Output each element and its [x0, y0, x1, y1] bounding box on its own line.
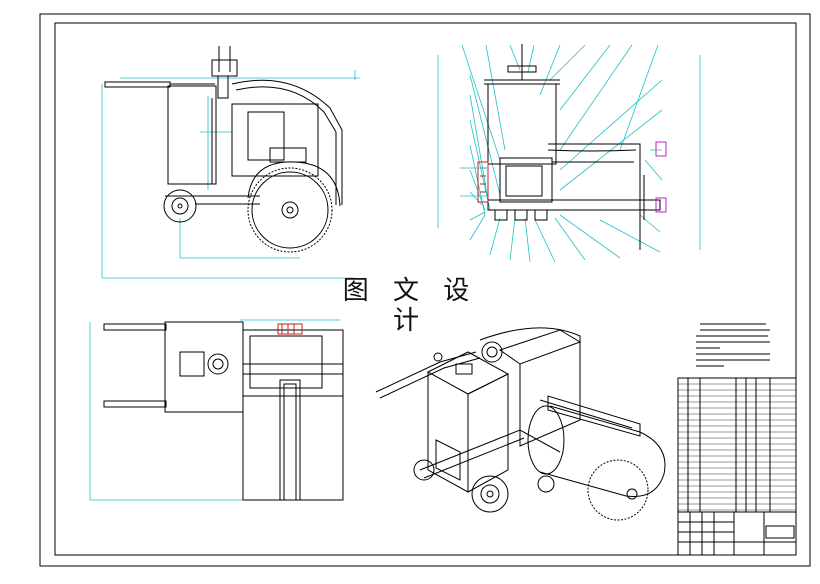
isometric-view	[375, 327, 666, 521]
front-view	[101, 46, 360, 279]
inner-frame	[54, 22, 797, 556]
outer-frame	[39, 13, 811, 567]
tech-notes	[696, 323, 770, 367]
side-section-view	[437, 44, 701, 263]
parts-list-rows	[678, 383, 796, 511]
parts-list	[677, 377, 797, 513]
title-block	[677, 511, 797, 556]
top-view	[89, 319, 344, 501]
drawing-title: 图 文 设 计	[342, 276, 478, 336]
